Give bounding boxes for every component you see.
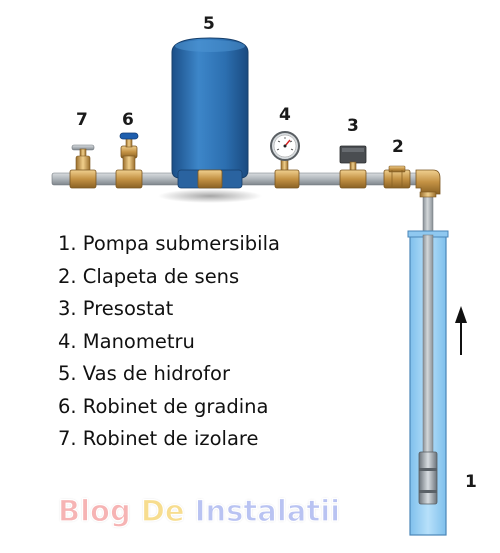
garden-faucet [115, 132, 143, 189]
submersible-pump [418, 451, 438, 505]
legend-item: 7. Robinet de izolare [58, 427, 259, 450]
label-3: 3 [347, 116, 359, 136]
label-6: 6 [122, 110, 134, 130]
legend-item: 6. Robinet de gradina [58, 394, 269, 418]
tank-shadow [158, 189, 262, 203]
label-7: 7 [76, 110, 88, 130]
label-4: 4 [279, 105, 291, 125]
watermark-word-2: De [140, 493, 185, 528]
pressure-gauge [270, 131, 300, 189]
check-valve [383, 165, 411, 189]
label-1: 1 [465, 472, 477, 492]
legend-item: 3. Presostat [58, 297, 174, 320]
flow-arrow [455, 306, 467, 355]
watermark-word-3: Instalatii [194, 493, 341, 528]
legend-item: 2. Clapeta de sens [58, 264, 240, 288]
label-2: 2 [392, 137, 404, 157]
pressure-switch [339, 145, 367, 189]
elbow-fitting [415, 169, 441, 198]
isolation-valve [69, 144, 97, 189]
watermark-word-1: Blog [57, 493, 131, 528]
label-5: 5 [203, 14, 215, 34]
watermark-logo: Blog De Instalatii [57, 493, 341, 528]
legend-item: 5. Vas de hidrofor [58, 362, 230, 385]
legend-list: 1. Pompa submersibila 2. Clapeta de sens… [58, 228, 280, 456]
expansion-tank [171, 37, 249, 189]
legend-item: 4. Manometru [58, 329, 195, 353]
legend-item: 1. Pompa submersibila [58, 232, 280, 255]
